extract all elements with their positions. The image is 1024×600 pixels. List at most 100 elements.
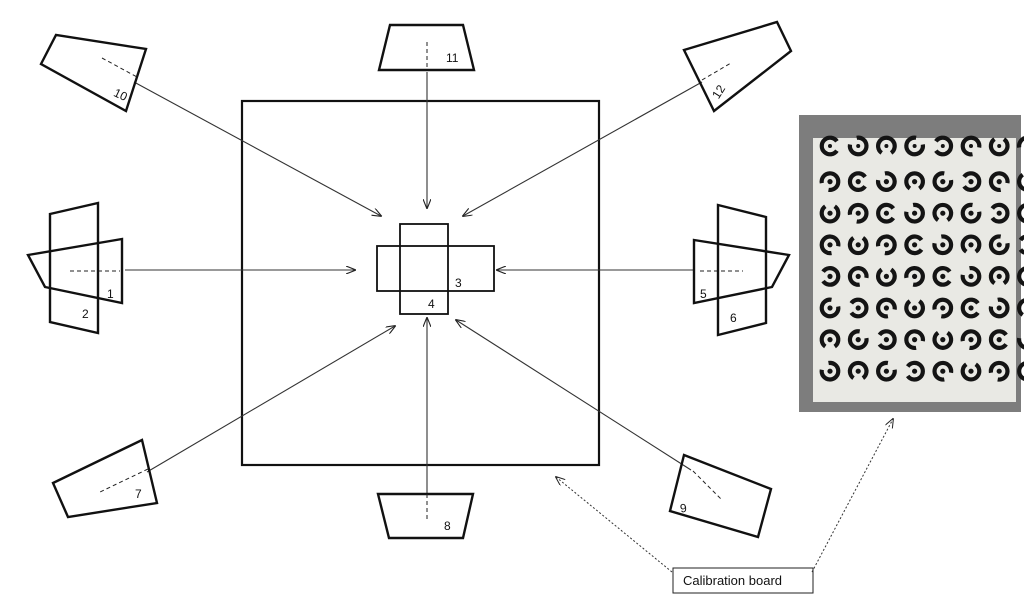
coded-target [960,234,982,254]
coded-target [819,204,841,224]
coded-target [932,171,954,192]
camera-11-label: 11 [446,51,459,65]
coded-target [960,135,982,157]
coded-target [988,137,1010,157]
coded-target [904,135,925,157]
coded-target [960,202,982,224]
camera-6-label: 6 [730,311,737,325]
coded-target [847,360,869,380]
coded-target-grid [819,135,1024,382]
coded-target [960,266,982,287]
coded-target [876,267,897,287]
ray-bottom-left [146,326,395,473]
camera-12-label: 12 [709,82,728,101]
coded-target [1017,203,1024,224]
camera-10-label: 10 [112,86,130,104]
coded-target [849,297,869,319]
calibration-board-callout: Calibration board [556,419,893,594]
camera-9: 9 [668,453,773,539]
coded-target [904,234,924,256]
ray-top-right [463,81,703,216]
coded-target [1017,298,1024,317]
coded-target [988,171,1010,192]
coded-target [819,135,839,157]
coded-target [847,266,869,287]
camera-1-label: 1 [107,287,114,301]
camera-7: 7 [51,438,159,519]
coded-target [847,202,869,224]
coded-target [934,135,954,157]
camera-2-label: 2 [82,307,89,321]
cube-face-4-label: 4 [428,297,435,311]
coded-target [905,360,925,382]
camera-8: 8 [376,492,475,540]
cube-face-3-label: 3 [455,276,462,290]
coded-target [876,135,897,155]
calibration-board-photo [799,115,1024,412]
coded-target [988,360,1010,382]
coded-target [876,171,897,192]
camera-11: 11 [377,23,476,72]
coded-target [876,202,896,224]
coded-target [962,171,982,192]
coded-target [821,266,841,287]
coded-target [960,362,982,382]
camera-8-label: 8 [444,519,451,533]
coded-target [904,329,925,350]
coded-target [847,236,869,256]
coded-target [932,266,952,287]
coded-target [819,297,841,319]
camera-12: 12 [682,20,793,113]
coded-target [1017,172,1024,192]
callout-label: Calibration board [683,573,782,588]
ray-top-left [133,81,381,216]
ray-bottom-right [456,320,692,471]
coded-target [988,329,1008,350]
coded-target [932,330,954,350]
coded-target [932,360,954,382]
coded-target [847,329,869,350]
coded-target [988,297,1010,319]
coded-target [1017,361,1024,381]
coded-target [876,234,897,256]
camera-5: 5 [692,238,791,305]
coded-target [932,297,954,319]
coded-target [960,297,980,319]
coded-target [988,234,1010,256]
coded-target [904,299,925,319]
coded-target [876,297,897,319]
coded-target [904,171,925,191]
camera-7-label: 7 [135,487,142,501]
coded-target [847,171,867,192]
coded-target [819,360,841,382]
coded-target [904,266,925,287]
coded-target [876,360,897,382]
callout-box [672,567,814,594]
coded-target [1017,136,1024,148]
camera-6: 6 [716,203,768,337]
camera-1: 1 [26,237,124,305]
camera-10: 10 [39,33,148,113]
coded-target [1017,266,1024,287]
coded-target [819,171,841,192]
coded-target [932,234,954,256]
coded-target [847,135,869,157]
coded-target [960,329,982,350]
coded-target [988,266,1010,286]
coded-target [990,202,1010,224]
callout-pointer-photo [811,419,893,573]
coded-target [819,329,841,349]
coded-target [877,329,897,350]
coded-target [819,234,841,256]
coded-target [904,202,925,224]
calibration-board-square [240,99,601,467]
central-cube-target: 3 4 [376,223,495,315]
coded-target [1017,337,1024,350]
coded-target [932,202,954,222]
coded-target [1018,235,1024,255]
camera-5-label: 5 [700,287,707,301]
camera-9-label: 9 [679,501,688,516]
view-rays [125,72,703,493]
callout-pointer-diagram [556,477,673,573]
